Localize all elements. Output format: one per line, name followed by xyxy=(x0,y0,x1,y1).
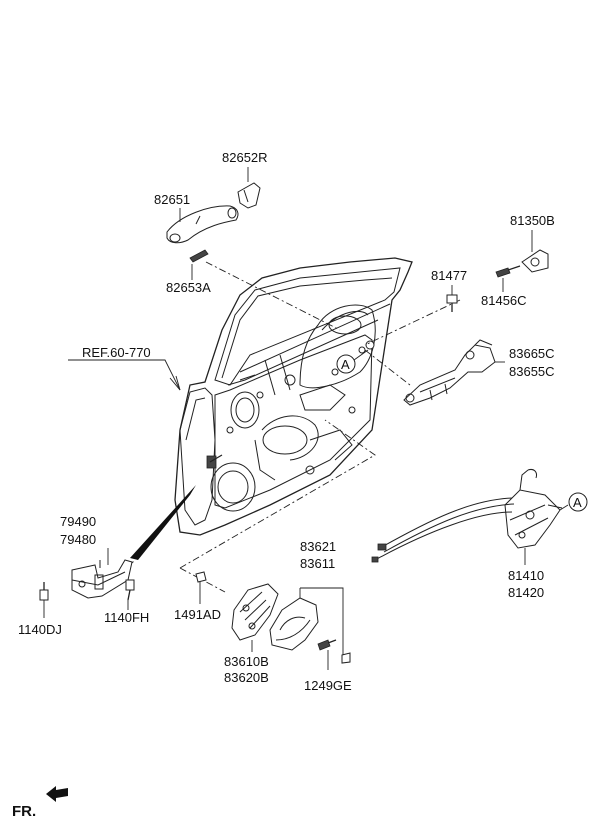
clip-1491AD xyxy=(195,571,207,604)
label-1249GE: 1249GE xyxy=(304,678,352,693)
label-81420: 81420 xyxy=(508,585,544,600)
label-83621: 83621 xyxy=(300,539,336,554)
door-module-panel xyxy=(299,304,376,389)
label-83610B: 83610B xyxy=(224,654,269,669)
door-panel xyxy=(174,257,413,536)
arrow-icon xyxy=(46,786,68,802)
label-79490: 79490 xyxy=(60,514,96,529)
bolt-1140DJ xyxy=(39,582,49,618)
front-direction-indicator: FR. xyxy=(12,786,68,820)
label-83655C: 83655C xyxy=(509,364,555,379)
label-ref-60-770: REF.60-770 xyxy=(82,345,151,360)
label-81350B: 81350B xyxy=(510,213,555,228)
leader-lines xyxy=(68,261,461,593)
fr-label: FR. xyxy=(12,803,36,820)
label-81456C: 81456C xyxy=(481,293,527,308)
marker-a-label: A xyxy=(573,495,582,510)
latch-cables xyxy=(371,497,515,563)
gasket-82653A xyxy=(189,249,209,263)
reference-marker-a-door: A xyxy=(336,349,369,374)
label-1491AD: 1491AD xyxy=(174,607,221,622)
screw-81456C xyxy=(495,265,521,292)
inside-handle-housing-83610B xyxy=(231,583,279,652)
bolt-1140FH xyxy=(125,579,135,610)
handle-cover-82652R xyxy=(237,182,261,209)
label-83665C: 83665C xyxy=(509,346,555,361)
label-83611: 83611 xyxy=(300,556,335,571)
bolt-81477 xyxy=(446,285,458,312)
striker-81350B xyxy=(521,230,549,273)
label-82651: 82651 xyxy=(154,192,190,207)
label-81477: 81477 xyxy=(431,268,467,283)
door-checker-79490 xyxy=(71,485,196,599)
label-1140FH: 1140FH xyxy=(104,610,149,625)
label-79480: 79480 xyxy=(60,532,96,547)
marker-a-label: A xyxy=(341,357,350,372)
label-82653A: 82653A xyxy=(166,280,211,295)
inside-handle-83621 xyxy=(269,597,319,651)
reference-marker-a-latch: A xyxy=(568,492,588,512)
door-latch-81410 xyxy=(504,469,569,565)
label-81410: 81410 xyxy=(508,568,544,583)
label-82652R: 82652R xyxy=(222,150,268,165)
label-83620B: 83620B xyxy=(224,670,269,685)
handle-frame-83665C xyxy=(403,339,505,406)
label-1140DJ: 1140DJ xyxy=(18,622,62,637)
cap-83611 xyxy=(299,587,351,664)
screw-1249GE xyxy=(317,639,337,670)
outside-handle-82651 xyxy=(166,205,239,244)
